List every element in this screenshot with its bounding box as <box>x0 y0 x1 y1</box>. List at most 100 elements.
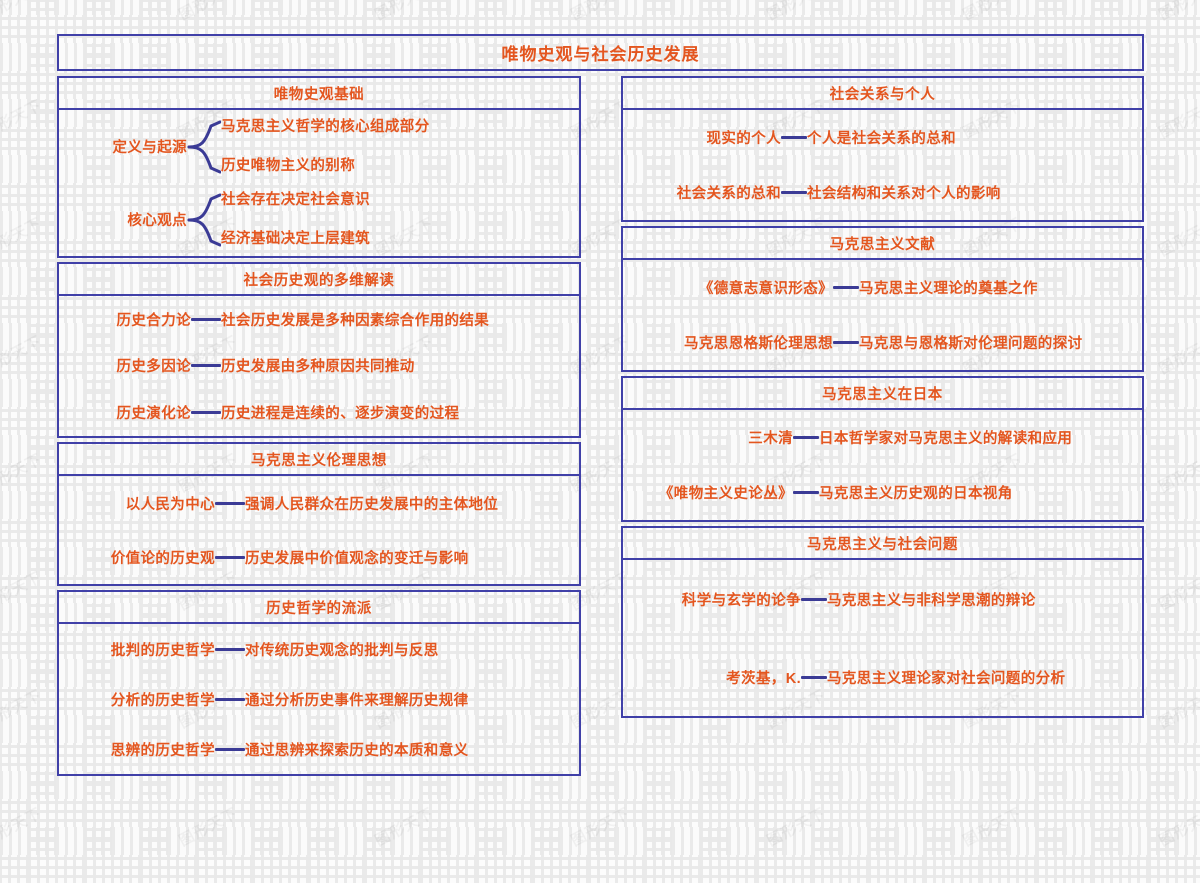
mindmap-row: 价值论的历史观 历史发展中价值观念的变迁与影响 <box>95 547 579 568</box>
section-heading[interactable]: 马克思主义在日本 <box>621 376 1144 410</box>
row-connector-line <box>793 436 819 439</box>
row-label[interactable]: 现实的个人 <box>706 131 781 147</box>
row-label[interactable]: 科学与玄学的论争 <box>681 592 801 609</box>
row-description[interactable]: 历史进程是连续的、逐步演变的过程 <box>221 406 460 423</box>
row-label[interactable]: 《德意志意识形态》 <box>698 281 833 297</box>
row-label[interactable]: 社会关系的总和 <box>676 186 781 202</box>
watermark-text: 图形天下 <box>1155 802 1200 851</box>
fork-parent-label[interactable]: 核心观点 <box>127 213 187 229</box>
row-description[interactable]: 马克思主义历史观的日本视角 <box>819 486 1013 502</box>
mindmap-row: 以人民为中心 强调人民群众在历史发展中的主体地位 <box>95 493 579 514</box>
section-heading[interactable]: 马克思主义文献 <box>621 226 1144 260</box>
row-description[interactable]: 日本哲学家对马克思主义的解读和应用 <box>819 431 1073 447</box>
watermark-text: 图形天下 <box>1155 212 1200 261</box>
row-connector-line <box>215 501 245 505</box>
row-connector-line <box>801 597 827 601</box>
watermark-text: 图形天下 <box>1155 94 1200 143</box>
mindmap-row: 《德意志意识形态》 马克思主义理论的奠基之作 <box>657 277 1142 298</box>
row-label[interactable]: 马克思恩格斯伦理思想 <box>684 336 833 352</box>
row-connector-line <box>191 364 221 368</box>
row-connector-line <box>833 286 859 289</box>
row-description[interactable]: 对传统历史观念的批判与反思 <box>245 642 439 659</box>
row-description[interactable]: 马克思主义与非科学思潮的辩论 <box>827 592 1036 609</box>
row-label[interactable]: 思辨的历史哲学 <box>110 742 215 759</box>
watermark-text: 图形天下 <box>175 0 241 25</box>
row-description[interactable]: 社会历史发展是多种因素综合作用的结果 <box>221 312 490 329</box>
section-block: 社会关系与个人现实的个人 个人是社会关系的总和社会关系的总和 社会结构和关系对个人的… <box>621 76 1144 222</box>
row-label[interactable]: 价值论的历史观 <box>110 550 215 567</box>
fork-group: 核心观点 社会存在决定社会意识经济基础决定上层建筑 <box>95 190 579 250</box>
section-heading[interactable]: 唯物史观基础 <box>57 76 581 110</box>
row-description[interactable]: 通过分析历史事件来理解历史规律 <box>245 692 469 709</box>
section-block: 马克思主义与社会问题科学与玄学的论争 马克思主义与非科学思潮的辩论考茨基，K. 马克… <box>621 526 1144 718</box>
fork-group: 定义与起源 马克思主义哲学的核心组成部分历史唯物主义的别称 <box>95 117 579 177</box>
fork-connector-icon <box>187 193 221 246</box>
row-connector-line <box>793 491 819 494</box>
section-block: 历史哲学的流派批判的历史哲学 对传统历史观念的批判与反思分析的历史哲学 通过分析历史… <box>57 590 581 776</box>
section-heading[interactable]: 马克思主义与社会问题 <box>621 526 1144 560</box>
row-description[interactable]: 历史发展中价值观念的变迁与影响 <box>245 550 469 567</box>
row-label[interactable]: 批判的历史哲学 <box>110 642 215 659</box>
row-label[interactable]: 《唯物主义史论丛》 <box>658 486 793 502</box>
fork-parent-label[interactable]: 定义与起源 <box>112 140 187 156</box>
fork-child-label[interactable]: 历史唯物主义的别称 <box>221 158 356 174</box>
section-body: 现实的个人 个人是社会关系的总和社会关系的总和 社会结构和关系对个人的影响 <box>621 110 1144 222</box>
watermark-text: 图形天下 <box>0 94 45 143</box>
left-column: 唯物史观基础定义与起源马克思主义哲学的核心组成部分历史唯物主义的别称核心观点社会… <box>57 76 581 776</box>
row-label[interactable]: 考茨基，K. <box>726 670 801 687</box>
mindmap-row: 分析的历史哲学 通过分析历史事件来理解历史规律 <box>95 689 579 710</box>
watermark-text: 图形天下 <box>0 330 45 379</box>
row-description[interactable]: 马克思主义理论家对社会问题的分析 <box>827 670 1066 687</box>
row-label[interactable]: 历史合力论 <box>116 312 191 329</box>
fork-child-label[interactable]: 社会存在决定社会意识 <box>221 191 370 208</box>
row-description[interactable]: 强调人民群众在历史发展中的主体地位 <box>245 496 499 513</box>
section-body: 三木清 日本哲学家对马克思主义的解读和应用《唯物主义史论丛》 马克思主义历史观的日本… <box>621 410 1144 522</box>
section-heading[interactable]: 历史哲学的流派 <box>57 590 581 624</box>
row-connector-line <box>191 317 221 321</box>
row-label[interactable]: 历史多因论 <box>116 359 191 376</box>
section-heading[interactable]: 马克思主义伦理思想 <box>57 442 581 476</box>
watermark-text: 图形天下 <box>567 0 633 25</box>
row-description[interactable]: 马克思与恩格斯对伦理问题的探讨 <box>859 336 1083 352</box>
watermark-text: 图形天下 <box>763 0 829 25</box>
row-label[interactable]: 以人民为中心 <box>125 496 215 513</box>
row-description[interactable]: 历史发展由多种原因共同推动 <box>221 359 415 376</box>
mindmap-row: 历史演化论 历史进程是连续的、逐步演变的过程 <box>95 402 579 423</box>
fork-connector-icon <box>187 120 221 173</box>
watermark-text: 图形天下 <box>0 802 45 851</box>
row-description[interactable]: 社会结构和关系对个人的影响 <box>807 186 1001 202</box>
diagram-title-bar: 唯物史观与社会历史发展 <box>57 34 1144 71</box>
watermark-text: 图形天下 <box>0 684 45 733</box>
row-description[interactable]: 马克思主义理论的奠基之作 <box>859 281 1038 297</box>
watermark-text: 图形天下 <box>0 448 45 497</box>
fork-child-label[interactable]: 马克思主义哲学的核心组成部分 <box>221 118 430 135</box>
section-body: 历史合力论 社会历史发展是多种因素综合作用的结果历史多因论 历史发展由多种原因共同推… <box>57 296 581 438</box>
watermark-text: 图形天下 <box>1155 0 1200 25</box>
row-connector-line <box>191 411 221 415</box>
row-label[interactable]: 三木清 <box>748 431 793 447</box>
section-heading[interactable]: 社会历史观的多维解读 <box>57 262 581 296</box>
row-description[interactable]: 个人是社会关系的总和 <box>807 131 956 147</box>
mindmap-row: 社会关系的总和 社会结构和关系对个人的影响 <box>657 182 1142 203</box>
watermark-text: 图形天下 <box>0 566 45 615</box>
row-connector-line <box>801 675 827 679</box>
mindmap-row: 三木清 日本哲学家对马克思主义的解读和应用 <box>657 427 1142 448</box>
mindmap-row: 马克思恩格斯伦理思想 马克思与恩格斯对伦理问题的探讨 <box>657 332 1142 353</box>
row-label[interactable]: 历史演化论 <box>116 406 191 423</box>
fork-child-label[interactable]: 经济基础决定上层建筑 <box>221 231 370 247</box>
section-block: 马克思主义伦理思想以人民为中心 强调人民群众在历史发展中的主体地位价值论的历史观 历… <box>57 442 581 586</box>
section-block: 马克思主义在日本三木清 日本哲学家对马克思主义的解读和应用《唯物主义史论丛》 马克思… <box>621 376 1144 522</box>
mindmap-row: 历史多因论 历史发展由多种原因共同推动 <box>95 355 579 376</box>
section-block: 社会历史观的多维解读历史合力论社会历史发展是多种因素综合作用的结果历史多因论历史… <box>57 262 581 438</box>
right-column: 社会关系与个人现实的个人 个人是社会关系的总和社会关系的总和 社会结构和关系对个人的… <box>621 76 1144 718</box>
section-block: 唯物史观基础定义与起源 马克思主义哲学的核心组成部分历史唯物主义的别称核心观点 社会… <box>57 76 581 258</box>
row-description[interactable]: 通过思辨来探索历史的本质和意义 <box>245 742 469 759</box>
row-label[interactable]: 分析的历史哲学 <box>110 692 215 709</box>
section-body: 科学与玄学的论争 马克思主义与非科学思潮的辩论考茨基，K. 马克思主义理论家对社会问… <box>621 560 1144 718</box>
watermark-text: 图形天下 <box>1155 684 1200 733</box>
row-connector-line <box>215 697 245 701</box>
section-body: 以人民为中心 强调人民群众在历史发展中的主体地位价值论的历史观 历史发展中价值观念的… <box>57 476 581 586</box>
mindmap-diagram: 唯物史观与社会历史发展 唯物史观基础定义与起源 马克思主义哲学的核心组成部分历史唯… <box>57 34 1144 844</box>
watermark-text: 图形天下 <box>1155 330 1200 379</box>
section-heading[interactable]: 社会关系与个人 <box>621 76 1144 110</box>
